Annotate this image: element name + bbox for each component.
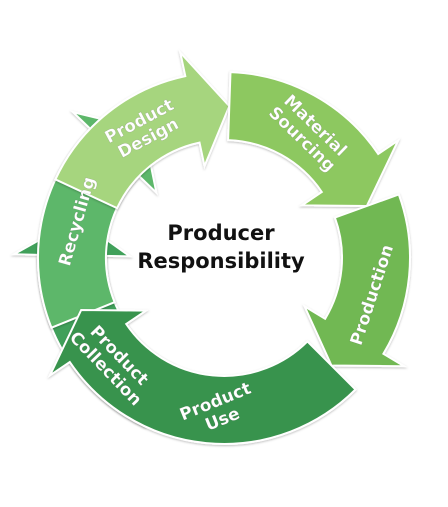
center-title: Producer Responsibility — [137, 221, 305, 273]
arrow-product-use — [47, 308, 357, 445]
arrow-material-sourcing — [227, 71, 401, 208]
arrow-product-design — [54, 49, 231, 210]
center-title-line2: Responsibility — [137, 249, 305, 273]
arrow-production — [302, 193, 411, 368]
center-title-line1: Producer — [167, 221, 275, 245]
